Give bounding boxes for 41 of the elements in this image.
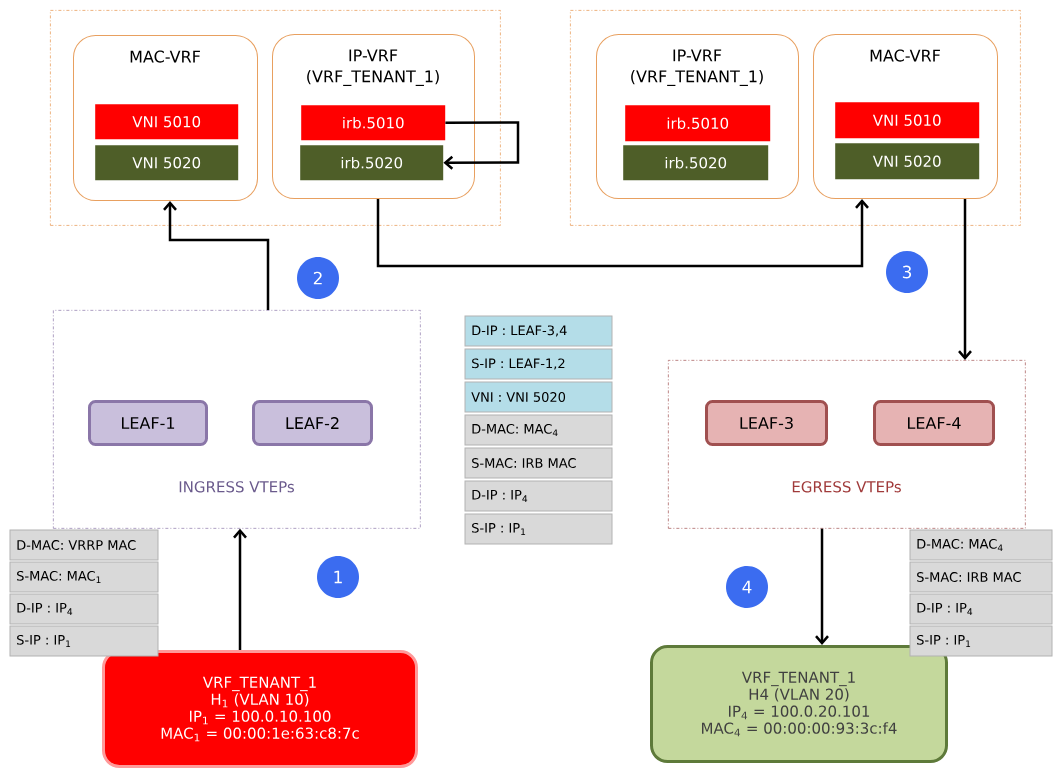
header-field: S-IP : IP$_{1}$ — [464, 513, 613, 545]
irb-bar: irb.5020 — [623, 145, 769, 181]
header-field: D-IP : LEAF-3,4 — [464, 315, 613, 347]
header-field: D-MAC: MAC$_{4}$ — [909, 529, 1053, 561]
header-field: S-IP : LEAF-1,2 — [464, 348, 613, 380]
arrow — [163, 201, 270, 310]
vni-bar: VNI 5010 — [835, 102, 980, 139]
arrow — [376, 199, 869, 268]
irb-bar: irb.5010 — [301, 105, 446, 141]
host-box: VRF_TENANT_1 H$_{1}$ (VLAN 10) IP$_{1}$ = 100.0.10.100 MAC$_{1}$ = 00:00:1e:63:c8:7c — [102, 650, 418, 768]
header-field: S-MAC: IRB MAC — [464, 447, 613, 479]
arrow — [815, 528, 829, 645]
group-frame — [50, 10, 501, 226]
leaf-box: LEAF-3 — [705, 400, 828, 446]
leaf-box: LEAF-4 — [873, 400, 995, 446]
vni-bar: VNI 5020 — [835, 143, 980, 180]
header-field: D-MAC: MAC$_{4}$ — [464, 414, 613, 446]
group-frame — [570, 10, 1021, 226]
header-field: D-IP : IP$_{4}$ — [464, 480, 613, 512]
step-number: 2 — [297, 257, 339, 299]
leaf-box: LEAF-1 — [88, 400, 208, 446]
header-field: S-MAC: IRB MAC — [909, 561, 1053, 593]
leaf-box: LEAF-2 — [252, 400, 373, 446]
arrow — [443, 121, 520, 170]
step-number: 1 — [317, 556, 359, 598]
header-field: D-MAC: VRRP MAC — [9, 529, 159, 561]
host-box: VRF_TENANT_1 H4 (VLAN 20) IP$_{4}$ = 100.0.20.101 MAC$_{4}$ = 00:00:00:93:3c:f4 — [650, 645, 948, 763]
header-field: D-IP : IP$_{4}$ — [9, 593, 159, 625]
arrow — [233, 528, 247, 650]
vni-bar: VNI 5010 — [95, 104, 239, 140]
step-number: 4 — [726, 566, 768, 608]
header-field: S-IP : IP$_{1}$ — [9, 625, 159, 657]
irb-bar: irb.5010 — [625, 105, 771, 142]
arrow — [958, 199, 972, 360]
step-number: 3 — [886, 251, 928, 293]
header-field: VNI : VNI 5020 — [464, 381, 613, 413]
header-field: S-IP : IP$_{1}$ — [909, 625, 1053, 657]
irb-bar: irb.5020 — [300, 145, 444, 181]
vni-bar: VNI 5020 — [95, 145, 239, 181]
header-field: S-MAC: MAC$_{1}$ — [9, 561, 159, 593]
header-field: D-IP : IP$_{4}$ — [909, 593, 1053, 625]
